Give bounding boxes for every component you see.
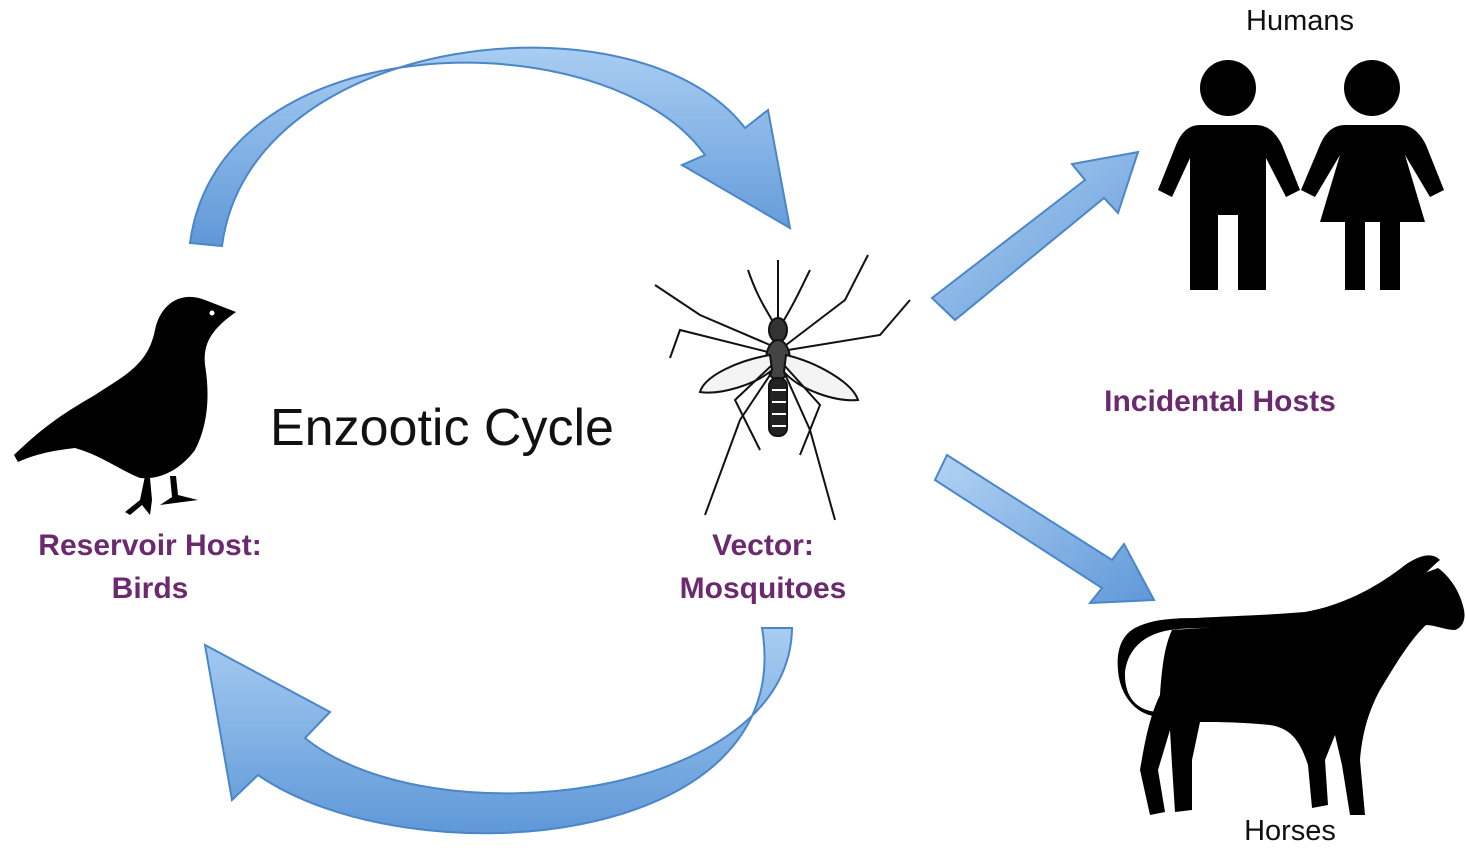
bird-icon	[14, 297, 236, 515]
reservoir-host-label: Reservoir Host: Birds	[10, 524, 290, 610]
arrow-to-horses	[935, 455, 1154, 603]
mosquito-icon	[655, 255, 910, 520]
horse-icon	[1118, 555, 1465, 815]
reservoir-host-line2: Birds	[10, 567, 290, 610]
vector-line1: Vector:	[648, 524, 878, 567]
human-female-icon	[1301, 60, 1444, 290]
human-male-icon	[1158, 60, 1300, 290]
arrow-vector-to-bird	[205, 628, 792, 833]
vector-label: Vector: Mosquitoes	[648, 524, 878, 610]
incidental-hosts-label: Incidental Hosts	[1080, 380, 1360, 423]
humans-label: Humans	[1200, 5, 1400, 38]
vector-line2: Mosquitoes	[648, 567, 878, 610]
reservoir-host-line1: Reservoir Host:	[10, 524, 290, 567]
horses-label: Horses	[1190, 815, 1390, 848]
arrow-to-humans	[932, 152, 1138, 320]
cycle-title: Enzootic Cycle	[270, 398, 614, 458]
arrow-bird-to-vector	[190, 48, 790, 246]
